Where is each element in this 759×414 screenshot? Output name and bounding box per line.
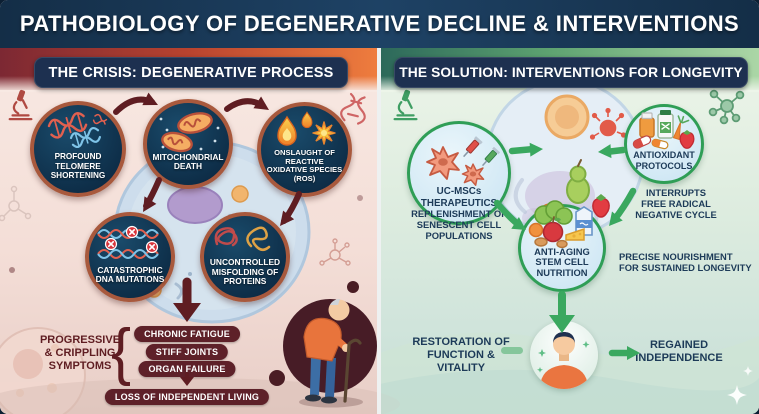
person-icon	[537, 332, 590, 389]
caption-replenishment: REPLENISHMENT OF SENESCENT CELL POPULATI…	[411, 208, 507, 242]
flames-burst-icon	[276, 111, 336, 146]
restoration-text: RESTORATION OF FUNCTION & VITALITY	[412, 336, 510, 375]
tangled-proteins-icon	[214, 226, 271, 251]
page-title: PATHOBIOLOGY OF DEGENERATIVE DECLINE & I…	[19, 11, 740, 36]
microscope-icon	[393, 89, 418, 121]
healthy-person-illustration	[530, 321, 598, 389]
syringe-icon	[481, 147, 501, 167]
node-label: ONSLAUGHT OF REACTIVE OXIDATIVE SPECIES …	[266, 147, 343, 184]
nut-icon	[534, 236, 548, 247]
dna-strands-icon	[47, 112, 108, 149]
node-antioxidant-protocols: ANTIOXIDANT PROTOCOLS	[624, 104, 704, 184]
node-label: PROFOUND TELOMERE SHORTENING	[50, 152, 106, 181]
syringe-icon	[463, 136, 483, 158]
healthy-foods-icon	[528, 199, 593, 248]
header-bar: PATHOBIOLOGY OF DEGENERATIVE DECLINE & I…	[0, 0, 759, 48]
microscope-icon	[8, 89, 33, 121]
node-dna-mutations: CATASTROPHIC DNA MUTATIONS	[85, 212, 175, 302]
node-mitochondrial-death: MITOCHONDRIAL DEATH	[143, 99, 233, 189]
node-label: CATASTROPHIC DNA MUTATIONS	[95, 264, 165, 285]
supplements-produce-icon	[632, 110, 695, 150]
strawberry-icon	[679, 130, 695, 150]
cheese-icon	[565, 227, 585, 241]
symptom-pill-chronic-fatigue: CHRONIC FATIGUE	[134, 326, 240, 342]
node-telomere-shortening: PROFOUND TELOMERE SHORTENING	[30, 101, 126, 197]
stem-cells-syringes-icon	[426, 136, 501, 187]
node-label: MITOCHONDRIAL DEATH	[152, 151, 224, 172]
carrot-icon	[672, 115, 690, 141]
symptom-pill-stiff-joints: STIFF JOINTS	[145, 344, 229, 360]
crisis-section-title: THE CRISIS: DEGENERATIVE PROCESS	[34, 57, 348, 88]
outcome-pill-loss-of-independence: LOSS OF INDEPENDENT LIVING	[104, 389, 270, 405]
supplement-bottle-icon	[639, 110, 674, 140]
node-label: UNCONTROLLED MISFOLDING OF PROTEINS	[209, 256, 281, 287]
brace-glyph: {	[111, 316, 132, 387]
symptom-pill-organ-failure: ORGAN FAILURE	[138, 361, 236, 377]
solution-section-title: THE SOLUTION: INTERVENTIONS FOR LONGEVIT…	[394, 57, 748, 88]
dna-icon	[340, 92, 366, 125]
node-stem-cell-nutrition: ANTI-AGING STEM CELL NUTRITION	[518, 199, 606, 292]
pill-capsule-icon	[651, 139, 669, 150]
node-protein-misfolding: UNCONTROLLED MISFOLDING OF PROTEINS	[200, 212, 290, 302]
mitochondria-icon	[159, 111, 220, 152]
independence-text: REGAINED INDEPENDENCE	[635, 339, 723, 365]
node-oxidative-species: ONSLAUGHT OF REACTIVE OXIDATIVE SPECIES …	[257, 102, 352, 197]
node-label: ANTIOXIDANT PROTOCOLS	[633, 150, 695, 171]
node-label: UC-MSCs THERAPEUTICS	[420, 186, 498, 209]
nut-icon	[556, 239, 568, 248]
caption-nourishment: PRECISE NOURISHMENT FOR SUSTAINED LONGEV…	[619, 251, 752, 274]
orange-icon	[528, 222, 544, 237]
molecule-icon	[708, 89, 745, 125]
caption-interrupts: INTERRUPTS FREE RADICAL NEGATIVE CYCLE	[635, 187, 717, 221]
panel-divider	[377, 48, 381, 414]
mutated-dna-icon	[97, 225, 159, 259]
node-label: ANTI-AGING STEM CELL NUTRITION	[534, 245, 590, 279]
